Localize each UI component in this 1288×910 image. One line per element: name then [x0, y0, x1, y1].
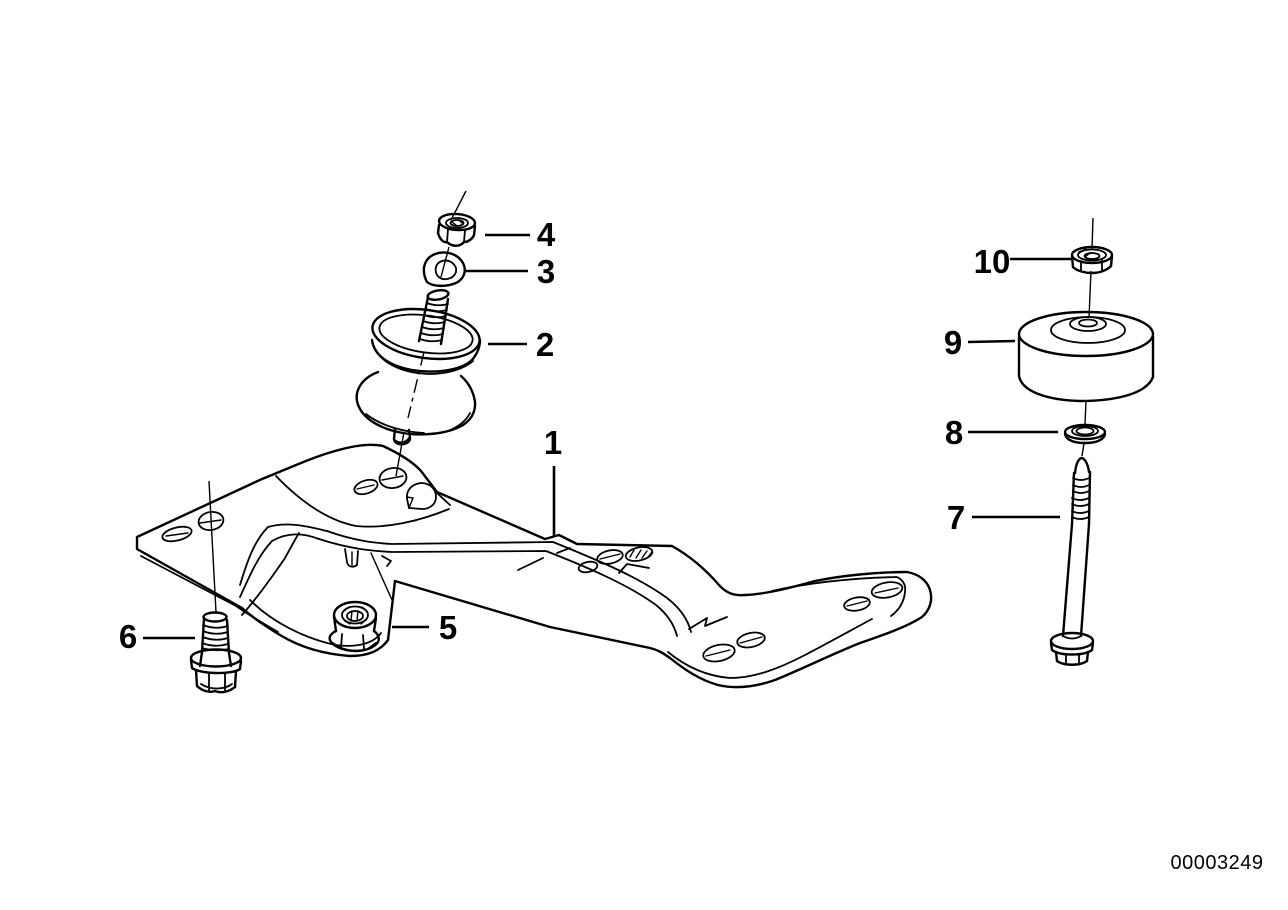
callout-4-label[interactable]: 4 — [537, 216, 556, 253]
part-8-washer — [1063, 423, 1107, 445]
crossmember-holes-rail — [577, 546, 654, 574]
part-1-crossmember — [135, 443, 933, 689]
callout-9-leader — [967, 339, 1016, 344]
crossmember-silhouette — [135, 443, 933, 689]
axis-line-mount — [450, 190, 467, 221]
part-6-flange-bolt — [189, 611, 243, 694]
callout-8-label[interactable]: 8 — [945, 414, 963, 451]
crossmember-holes-left — [161, 510, 225, 543]
callout-1-label[interactable]: 1 — [544, 424, 562, 461]
callout-2: 2 — [488, 326, 554, 363]
callout-5-label[interactable]: 5 — [439, 609, 457, 646]
crossmember-tab — [344, 548, 359, 568]
part-2-rubber-mount — [355, 289, 482, 446]
callout-5: 5 — [392, 609, 457, 646]
crossmember-holes-platform — [353, 467, 437, 510]
crossmember-holes-right — [702, 581, 904, 663]
callout-9: 9 — [944, 324, 1016, 361]
callout-10-label[interactable]: 10 — [974, 243, 1011, 280]
assembly-axis-lines — [208, 190, 1094, 613]
callout-1: 1 — [544, 424, 562, 537]
part-4-locknut — [436, 212, 477, 247]
callout-7: 7 — [947, 499, 1060, 536]
callout-6-label[interactable]: 6 — [119, 618, 137, 655]
callout-2-label[interactable]: 2 — [536, 326, 554, 363]
drawing-number: 00003249 — [1171, 852, 1264, 874]
part-9-cylinder-mount — [1017, 310, 1155, 403]
callout-6: 6 — [119, 618, 195, 655]
part-7-bolt — [1049, 456, 1095, 666]
callout-3: 3 — [464, 253, 555, 290]
pointer-line-nut5 — [370, 552, 393, 601]
callout-4: 4 — [485, 216, 556, 253]
axis-line-right-stack — [1091, 217, 1094, 250]
callout-9-label[interactable]: 9 — [944, 324, 962, 361]
callout-10: 10 — [974, 243, 1071, 280]
part-5-flange-nut — [328, 600, 380, 653]
callout-7-label[interactable]: 7 — [947, 499, 965, 536]
part-10-hex-nut — [1070, 245, 1114, 275]
callout-3-label[interactable]: 3 — [537, 253, 555, 290]
axis-line-bolt6 — [208, 480, 217, 613]
part-3-washer — [422, 251, 466, 288]
callout-8: 8 — [945, 414, 1058, 451]
